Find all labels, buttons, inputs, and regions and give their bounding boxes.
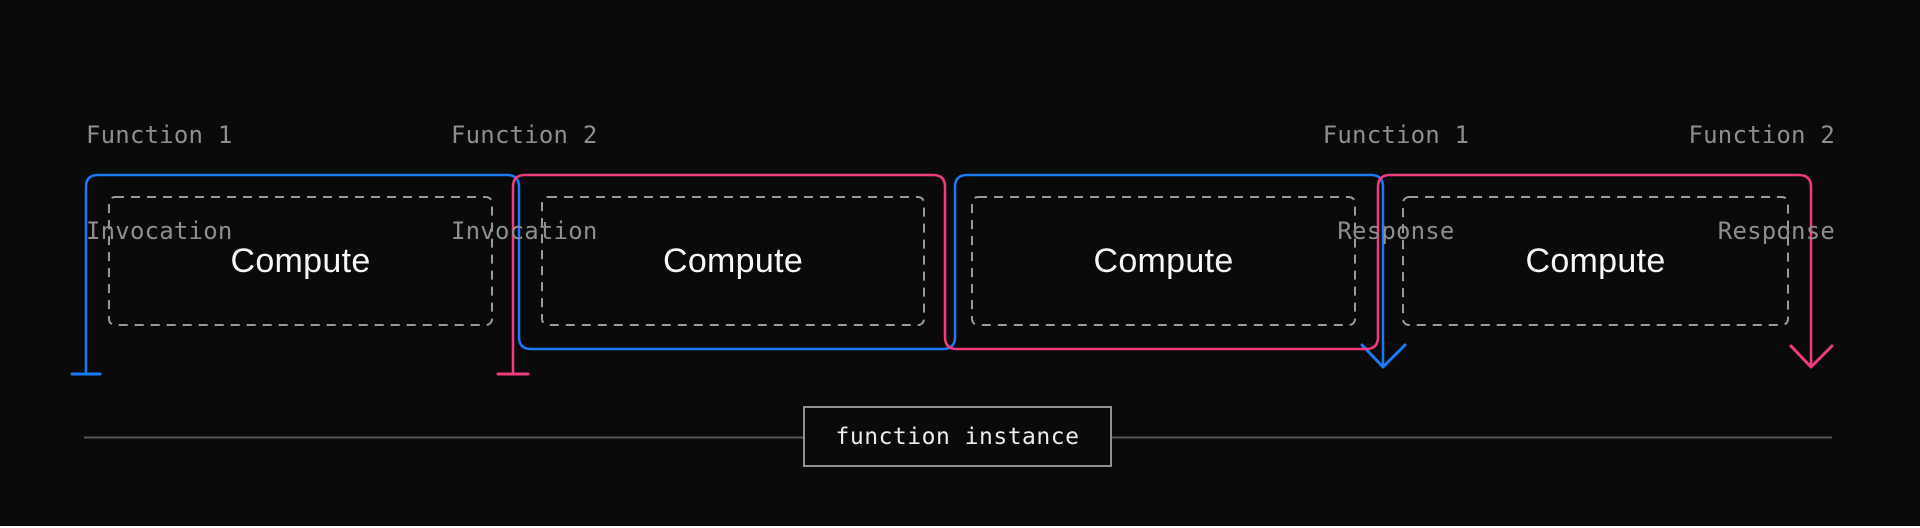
- compute-label-1: Compute: [230, 241, 371, 280]
- compute-box-outline-4: [1402, 196, 1789, 326]
- label-function1-invocation: Function 1 Invocation: [86, 55, 233, 311]
- label-line: Response: [1337, 217, 1455, 245]
- label-line: Function 1: [86, 121, 233, 149]
- function-instance-label: function instance: [835, 423, 1080, 450]
- label-function1-response: Function 1 Response: [1246, 55, 1546, 311]
- function2-response-arrowhead: [1789, 344, 1834, 369]
- compute-box-outline-1: [108, 196, 493, 326]
- label-line: Function 2: [1688, 121, 1835, 149]
- compute-box-outline-3: [971, 196, 1356, 326]
- compute-label-2: Compute: [662, 241, 804, 280]
- function2-path: [511, 173, 1813, 376]
- label-line: Invocation: [451, 217, 598, 245]
- compute-label-4: Compute: [1525, 241, 1666, 280]
- label-line: Function 1: [1322, 121, 1470, 149]
- function1-response-arrowhead: [1360, 343, 1407, 369]
- function1-path: [84, 173, 1385, 376]
- label-function2-invocation: Function 2 Invocation: [451, 55, 598, 311]
- function-instance-box: function instance: [803, 406, 1112, 467]
- label-function2-response: Function 2 Response: [1535, 55, 1835, 311]
- label-line: Response: [1717, 217, 1835, 245]
- compute-label-3: Compute: [1093, 241, 1234, 280]
- compute-box-outline-2: [541, 196, 925, 326]
- label-line: Invocation: [86, 217, 233, 245]
- label-line: Function 2: [451, 121, 598, 149]
